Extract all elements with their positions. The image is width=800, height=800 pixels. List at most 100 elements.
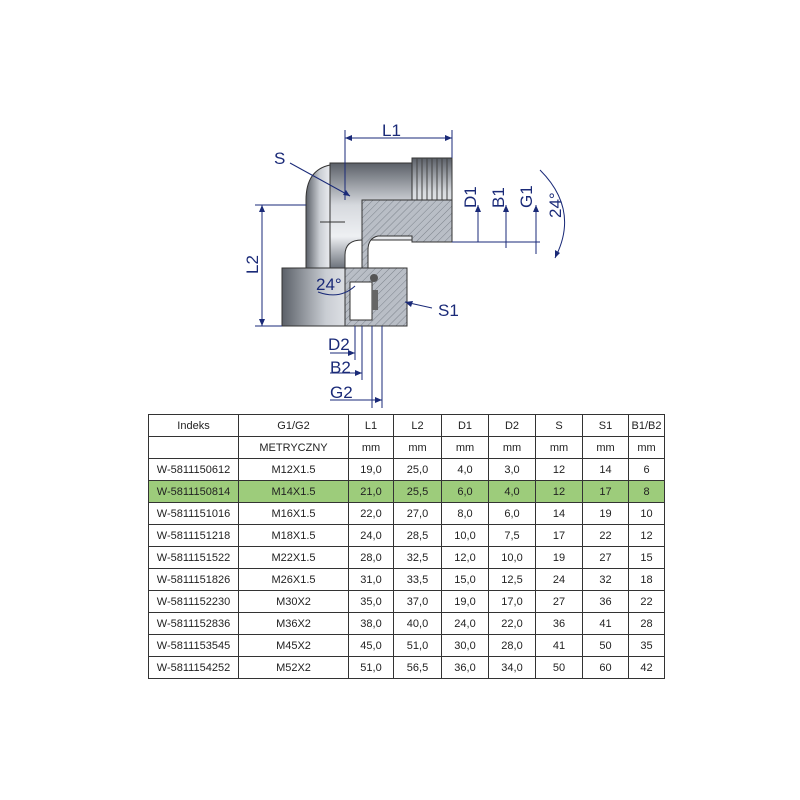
unit-cell: mm (488, 436, 536, 459)
unit-cell: METRYCZNY (238, 436, 349, 459)
label-g2: G2 (330, 383, 353, 402)
unit-cell: mm (441, 436, 489, 459)
table-cell: 12 (535, 458, 583, 481)
table-cell: W-5811151218 (148, 524, 239, 547)
label-angle-left: 24° (316, 275, 342, 294)
table-cell: 4,0 (441, 458, 489, 481)
header-cell: B1/B2 (628, 414, 665, 437)
table-cell: W-5811152230 (148, 590, 239, 613)
table-cell: 50 (582, 634, 629, 657)
table-cell: 24,0 (441, 612, 489, 635)
table-cell: 3,0 (488, 458, 536, 481)
table-cell: 25,0 (393, 458, 442, 481)
table-cell: 40,0 (393, 612, 442, 635)
table-cell: 19,0 (348, 458, 394, 481)
table-cell: 28,0 (348, 546, 394, 569)
table-cell: 56,5 (393, 656, 442, 679)
table-cell: 37,0 (393, 590, 442, 613)
table-cell: 4,0 (488, 480, 536, 503)
table-cell: 27,0 (393, 502, 442, 525)
table-cell: 36,0 (441, 656, 489, 679)
table-cell: 10,0 (441, 524, 489, 547)
label-b2: B2 (330, 358, 351, 377)
specification-table-body: Indeks G1/G2 L1 L2 D1 D2 S S1 B1/B2 METR… (148, 414, 665, 679)
table-cell: 15,0 (441, 568, 489, 591)
table-cell: 51,0 (348, 656, 394, 679)
table-cell: 32,5 (393, 546, 442, 569)
table-cell: M52X2 (238, 656, 349, 679)
table-cell: 50 (535, 656, 583, 679)
table-cell: 22,0 (488, 612, 536, 635)
label-s: S (274, 149, 285, 168)
table-cell: 12,0 (441, 546, 489, 569)
label-angle-right: 24° (546, 192, 565, 218)
table-cell: 45,0 (348, 634, 394, 657)
dimension-lines (255, 130, 566, 408)
table-cell: 41 (535, 634, 583, 657)
table-cell: 12 (628, 524, 665, 547)
table-cell: 19 (535, 546, 583, 569)
unit-cell: mm (628, 436, 665, 459)
table-cell: W-5811152836 (148, 612, 239, 635)
specification-table: Indeks G1/G2 L1 L2 D1 D2 S S1 B1/B2 METR… (148, 414, 665, 679)
table-cell: 22 (582, 524, 629, 547)
table-cell: 28,0 (488, 634, 536, 657)
table-cell: W-5811150814 (148, 480, 239, 503)
table-cell: 25,5 (393, 480, 442, 503)
label-d2: D2 (328, 335, 350, 354)
table-cell: 27 (582, 546, 629, 569)
table-cell: M14X1.5 (238, 480, 349, 503)
table-cell: M30X2 (238, 590, 349, 613)
table-cell: W-5811151016 (148, 502, 239, 525)
table-cell: 12,5 (488, 568, 536, 591)
table-cell: 32 (582, 568, 629, 591)
table-cell: W-5811154252 (148, 656, 239, 679)
table-cell: M45X2 (238, 634, 349, 657)
unit-cell: mm (535, 436, 583, 459)
table-cell: 10 (628, 502, 665, 525)
unit-cell: mm (582, 436, 629, 459)
table-cell: 24 (535, 568, 583, 591)
unit-cell: mm (348, 436, 394, 459)
table-cell: 36 (535, 612, 583, 635)
table-cell: 28 (628, 612, 665, 635)
table-cell: 27 (535, 590, 583, 613)
header-cell: D1 (441, 414, 489, 437)
label-l1: L1 (382, 121, 401, 140)
units-row: METRYCZNY mm mm mm mm mm mm mm (148, 436, 665, 459)
table-cell: 42 (628, 656, 665, 679)
label-s1: S1 (438, 301, 459, 320)
table-cell: W-5811151826 (148, 568, 239, 591)
table-cell: W-5811150612 (148, 458, 239, 481)
table-cell: 41 (582, 612, 629, 635)
swivel-nut (281, 267, 408, 327)
table-cell: 35,0 (348, 590, 394, 613)
table-cell: 33,5 (393, 568, 442, 591)
table-cell: W-5811153545 (148, 634, 239, 657)
table-cell: W-5811151522 (148, 546, 239, 569)
table-cell: 28,5 (393, 524, 442, 547)
table-cell: 60 (582, 656, 629, 679)
table-cell: M18X1.5 (238, 524, 349, 547)
table-cell: 51,0 (393, 634, 442, 657)
table-cell: 17,0 (488, 590, 536, 613)
table-cell: 17 (535, 524, 583, 547)
table-cell: 6,0 (488, 502, 536, 525)
table-cell: 21,0 (348, 480, 394, 503)
table-cell: 14 (582, 458, 629, 481)
table-cell: 34,0 (488, 656, 536, 679)
label-g1: G1 (517, 185, 536, 208)
table-cell: 10,0 (488, 546, 536, 569)
table-cell: 30,0 (441, 634, 489, 657)
header-cell: G1/G2 (238, 414, 349, 437)
header-cell: L1 (348, 414, 394, 437)
header-cell: D2 (488, 414, 536, 437)
table-cell: 12 (535, 480, 583, 503)
